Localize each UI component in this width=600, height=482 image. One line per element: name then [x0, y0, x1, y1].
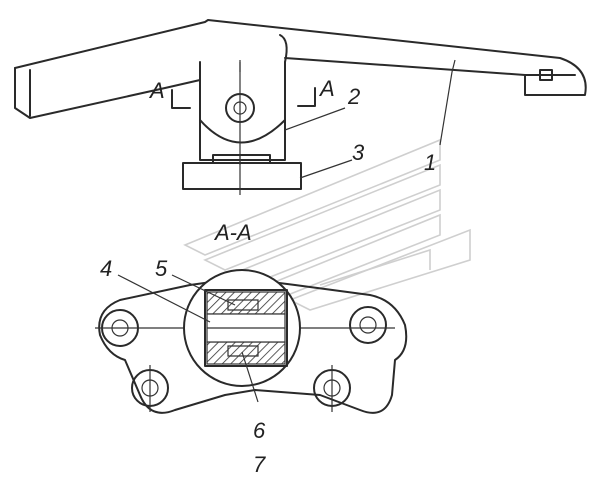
section-marker-right: A [297, 76, 335, 107]
lever-arm [14, 19, 587, 119]
callout-5: 5 [155, 256, 168, 281]
mounting-plate [95, 277, 408, 414]
bushing-section [183, 269, 301, 387]
callout-7: 7 [253, 452, 266, 477]
section-letter-left: A [148, 78, 165, 103]
callout-3: 3 [352, 140, 365, 165]
callout-1: 1 [424, 150, 436, 175]
watermark-logo [183, 138, 471, 311]
bracket-housing [199, 34, 288, 165]
section-title: A-A [213, 220, 252, 245]
leader-lines [117, 59, 456, 403]
section-letter-right: A [318, 76, 335, 101]
callout-6: 6 [253, 418, 266, 443]
callout-4: 4 [100, 256, 112, 281]
base-plate [182, 154, 302, 195]
section-marker-left: A [148, 78, 191, 109]
callout-2: 2 [347, 84, 360, 109]
